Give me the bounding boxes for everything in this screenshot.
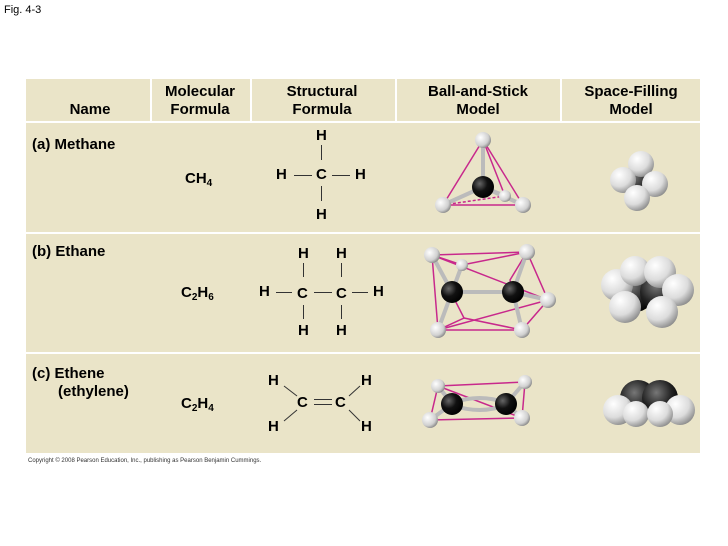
- row-name-methane: (a) Methane: [32, 136, 116, 153]
- bond: [294, 175, 312, 176]
- bond: [276, 292, 292, 293]
- bond: [341, 305, 342, 319]
- hydrogen-ball: [422, 412, 438, 428]
- hydrogen-ball: [424, 247, 440, 263]
- double-bond-line: [314, 399, 332, 400]
- bond: [321, 186, 322, 201]
- atom-h: H: [298, 322, 309, 339]
- header-line: Molecular: [164, 83, 236, 100]
- row-divider: [26, 232, 700, 234]
- header-line: Ball-and-Stick: [427, 83, 529, 100]
- row-name-ethane: (b) Ethane: [32, 243, 106, 260]
- atom-c: C: [336, 285, 347, 302]
- header-divider: [250, 79, 252, 121]
- atom-h: H: [268, 372, 279, 389]
- copyright-notice: Copyright © 2008 Pearson Education, Inc.…: [28, 458, 262, 464]
- carbon-ball: [502, 281, 524, 303]
- formula-ethane: C2H6: [181, 284, 214, 303]
- header-space-filling: Space-Filling Model: [562, 83, 700, 119]
- atom-h: H: [316, 206, 327, 223]
- header-divider: [395, 79, 397, 121]
- atom-h: H: [361, 418, 372, 435]
- bond: [352, 292, 368, 293]
- double-bond-line: [314, 404, 332, 405]
- methane-ball-and-stick: [435, 132, 531, 213]
- hydrogen-ball: [514, 410, 530, 426]
- atom-c: C: [335, 394, 346, 411]
- bond: [314, 292, 332, 293]
- name-line: (c) Ethene: [32, 365, 105, 382]
- hydrogen-ball: [540, 292, 556, 308]
- header-divider: [150, 79, 152, 121]
- atom-h: H: [276, 166, 287, 183]
- atom-h: H: [355, 166, 366, 183]
- atom-h: H: [336, 322, 347, 339]
- bond: [321, 145, 322, 160]
- atom-h: H: [373, 283, 384, 300]
- atom-h: H: [298, 245, 309, 262]
- carbon-ball: [472, 176, 494, 198]
- header-line: Model: [456, 101, 500, 118]
- header-name: Name: [69, 101, 111, 118]
- header-divider: [560, 79, 562, 121]
- table-background: [26, 79, 700, 453]
- formula-ethene: C2H4: [181, 395, 214, 414]
- hydrogen-ball: [435, 197, 451, 213]
- atom-h: H: [361, 372, 372, 389]
- header-molecular-formula: Molecular Formula: [150, 83, 250, 119]
- hydrogen-ball: [519, 244, 535, 260]
- header-line: Formula: [170, 101, 230, 118]
- bond: [303, 305, 304, 319]
- ethene-ball-and-stick: [422, 375, 532, 428]
- atom-h: H: [336, 245, 347, 262]
- header-line: Structural: [286, 83, 358, 100]
- bond: [303, 263, 304, 277]
- hydrogen-ball: [514, 322, 530, 338]
- atom-c: C: [316, 166, 327, 183]
- atom-h: H: [268, 418, 279, 435]
- atom-c: C: [297, 285, 308, 302]
- name-line: (ethylene): [58, 383, 129, 400]
- header-line: Formula: [292, 101, 352, 118]
- hydrogen-ball: [456, 259, 468, 271]
- header-structural-formula: Structural Formula: [252, 83, 392, 119]
- header-line: Model: [609, 101, 653, 118]
- methane-space-filling: [610, 151, 668, 211]
- row-name-ethene: (c) Ethene (ethylene): [32, 365, 129, 401]
- header-row-divider: [26, 121, 700, 123]
- header-ball-and-stick: Ball-and-Stick Model: [397, 83, 559, 119]
- hydrogen-ball: [475, 132, 491, 148]
- hydrogen-ball: [499, 190, 511, 202]
- hydrogen-ball: [431, 379, 445, 393]
- ethane-space-filling: [601, 256, 694, 328]
- carbon-ball: [495, 393, 517, 415]
- hydrogen-ball: [518, 375, 532, 389]
- formula-methane: CH4: [185, 170, 213, 189]
- atom-c: C: [297, 394, 308, 411]
- hydrogen-ball: [430, 322, 446, 338]
- figure-label: Fig. 4-3: [4, 4, 42, 16]
- carbon-ball: [441, 281, 463, 303]
- atom-h: H: [259, 283, 270, 300]
- header-line: Space-Filling: [584, 83, 678, 100]
- ethane-ball-and-stick: [424, 244, 556, 338]
- bond: [341, 263, 342, 277]
- atom-h: H: [316, 127, 327, 144]
- bond: [332, 175, 350, 176]
- ethene-space-filling: [603, 380, 695, 427]
- carbon-ball: [441, 393, 463, 415]
- hydrogen-ball: [515, 197, 531, 213]
- row-divider: [26, 352, 700, 354]
